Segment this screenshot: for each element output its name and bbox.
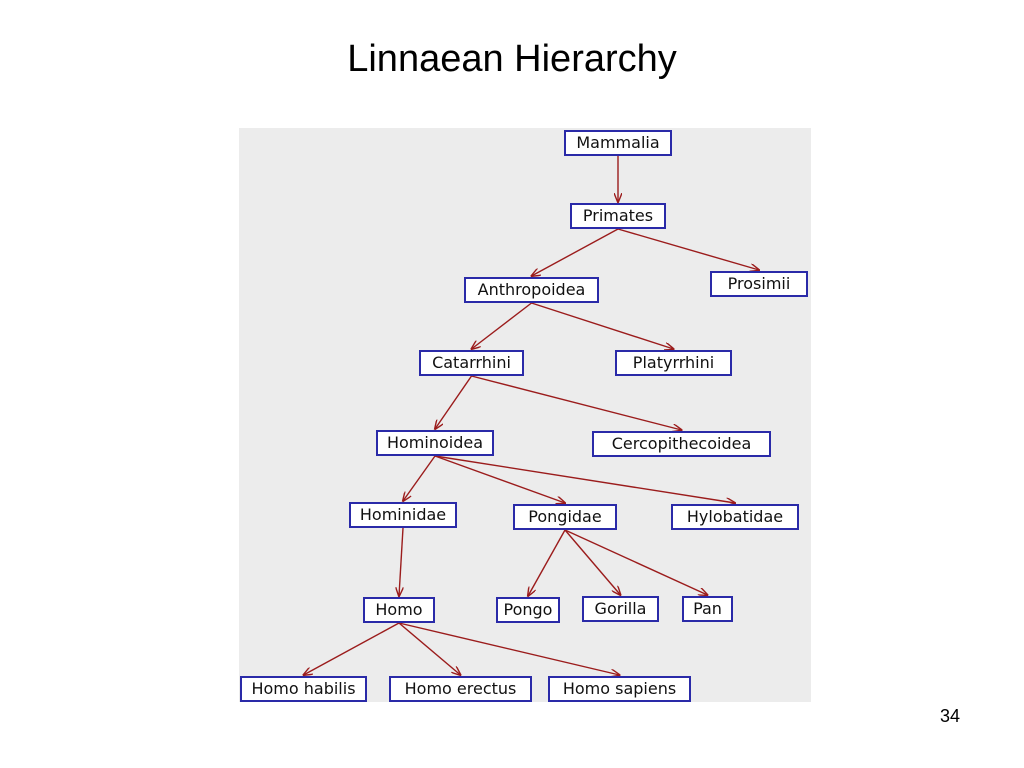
node-mammalia: Mammalia xyxy=(564,130,672,156)
diagram-arrows xyxy=(239,156,811,702)
node-pongidae: Pongidae xyxy=(513,504,617,530)
arrow-primates-to-anthropoidea xyxy=(532,228,619,276)
arrow-hominoidea-to-pongidae xyxy=(434,455,565,503)
node-homo-habilis: Homo habilis xyxy=(240,676,367,702)
arrow-homo-to-homo_habilis xyxy=(304,622,400,675)
node-hylobatidae: Hylobatidae xyxy=(671,504,799,530)
node-hominidae: Hominidae xyxy=(349,502,457,528)
arrow-hominoidea-to-hominidae xyxy=(403,455,436,501)
node-homo-sapiens: Homo sapiens xyxy=(548,676,691,702)
node-cercopithecoidea: Cercopithecoidea xyxy=(592,431,771,457)
node-homo: Homo xyxy=(363,597,435,623)
arrow-pongidae-to-gorilla xyxy=(564,529,621,595)
node-hominoidea: Hominoidea xyxy=(376,430,494,456)
node-pongo: Pongo xyxy=(496,597,560,623)
node-anthropoidea: Anthropoidea xyxy=(464,277,599,303)
node-homo-erectus: Homo erectus xyxy=(389,676,532,702)
taxonomy-diagram: Mammalia Primates Anthropoidea Prosimii … xyxy=(239,128,811,702)
node-platyrrhini: Platyrrhini xyxy=(615,350,732,376)
arrow-hominoidea-to-hylobatidae xyxy=(434,455,735,503)
arrow-catarrhini-to-cercopithecoidea xyxy=(471,375,682,430)
arrow-homo-to-homo_erectus xyxy=(398,622,461,675)
arrow-pongidae-to-pongo xyxy=(528,529,566,596)
arrow-pongidae-to-pan xyxy=(564,529,708,595)
node-gorilla: Gorilla xyxy=(582,596,659,622)
arrow-catarrhini-to-hominoidea xyxy=(435,375,473,429)
page-number: 34 xyxy=(939,706,961,726)
arrow-anthropoidea-to-platyrrhini xyxy=(531,302,674,349)
arrow-hominidae-to-homo xyxy=(399,527,404,596)
node-catarrhini: Catarrhini xyxy=(419,350,524,376)
arrow-homo-to-homo_sapiens xyxy=(398,622,620,675)
node-primates: Primates xyxy=(570,203,666,229)
node-pan: Pan xyxy=(682,596,733,622)
arrow-primates-to-prosimii xyxy=(617,228,759,270)
slide-title: Linnaean Hierarchy xyxy=(347,38,677,80)
arrow-anthropoidea-to-catarrhini xyxy=(472,302,532,349)
node-prosimii: Prosimii xyxy=(710,271,808,297)
